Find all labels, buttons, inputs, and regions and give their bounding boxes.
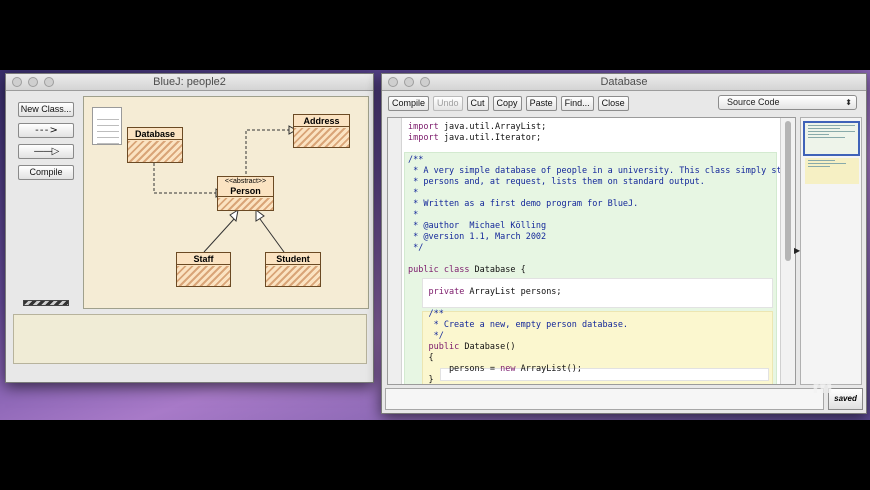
compile-button[interactable]: Compile	[388, 96, 430, 111]
code-line[interactable]: * @author Michael Kölling	[408, 221, 547, 231]
compile-button[interactable]: Compile	[18, 165, 74, 180]
find-button[interactable]: Find...	[560, 96, 594, 111]
zoom-window-button[interactable]	[420, 77, 430, 87]
code-navigator[interactable]	[800, 117, 862, 385]
updown-chevron-icon: ⬍	[845, 98, 852, 107]
code-line[interactable]: persons = new ArrayList();	[408, 364, 583, 374]
code-line[interactable]: *	[408, 210, 419, 220]
code-line[interactable]: /**	[408, 309, 444, 319]
editor-titlebar: Database	[382, 74, 866, 91]
split-arrow-icon[interactable]: ▶	[794, 246, 801, 255]
navigator-viewport[interactable]	[803, 121, 860, 156]
class-address-name: Address	[294, 115, 349, 127]
class-diagram-canvas[interactable]: Database Address <<abstract>> Person Sta…	[83, 96, 369, 309]
class-staff[interactable]: Staff	[176, 252, 231, 287]
inheritance-arrow-button[interactable]: ——▷	[18, 144, 74, 159]
code-line[interactable]: */	[408, 331, 444, 341]
class-student[interactable]: Student	[265, 252, 321, 287]
machine-activity-indicator	[23, 300, 69, 306]
readme-note-icon[interactable]	[92, 107, 122, 145]
code-line[interactable]	[402, 144, 779, 155]
window-controls	[12, 77, 54, 87]
class-staff-name: Staff	[177, 253, 230, 265]
code-line[interactable]: * Written as a first demo program for Bl…	[408, 199, 639, 209]
view-select-value: Source Code	[727, 97, 780, 107]
code-line[interactable]: import java.util.Iterator;	[408, 133, 542, 143]
code-line[interactable]: import java.util.ArrayList;	[408, 122, 547, 132]
code-line[interactable]: * A very simple database of people in a …	[408, 166, 796, 176]
code-line[interactable]: */	[408, 243, 424, 253]
class-hatch	[177, 266, 230, 286]
code-line[interactable]: public Database()	[428, 342, 516, 352]
paste-button[interactable]: Paste	[525, 96, 557, 111]
code-line[interactable]	[402, 276, 779, 287]
class-database[interactable]: Database	[127, 127, 183, 163]
class-person-name: Person	[218, 186, 273, 197]
navigator-method-block	[805, 158, 859, 184]
editor-window: Database Compile Undo Cut Copy Paste Fin…	[381, 73, 867, 414]
vertical-scrollbar[interactable]	[780, 118, 795, 384]
code-line[interactable]: /**	[408, 155, 424, 165]
uses-arrow-button[interactable]: - - - >	[18, 123, 74, 138]
macupdate-logo: m	[812, 374, 833, 398]
project-title: BlueJ: people2	[153, 76, 226, 88]
code-lines: import java.util.ArrayList;import java.u…	[402, 118, 796, 385]
saved-indicator-button[interactable]: saved	[828, 388, 863, 410]
line-gutter[interactable]	[388, 118, 402, 384]
class-hatch	[294, 128, 349, 147]
field-scope-highlight	[422, 278, 773, 308]
close-button[interactable]: Close	[597, 96, 629, 111]
object-bench[interactable]	[13, 314, 367, 364]
bluej-project-window: BlueJ: people2 New Class... - - - > ——▷ …	[5, 73, 374, 383]
zoom-window-button[interactable]	[44, 77, 54, 87]
minimize-window-button[interactable]	[404, 77, 414, 87]
editor-toolbar: Compile Undo Cut Copy Paste Find... Clos…	[388, 96, 629, 111]
project-toolbar: New Class... - - - > ——▷ Compile	[18, 102, 74, 186]
code-line[interactable]: * @version 1.1, March 2002	[408, 232, 547, 242]
class-database-name: Database	[128, 128, 182, 140]
window-controls	[388, 77, 430, 87]
code-area[interactable]: import java.util.ArrayList;import java.u…	[402, 118, 796, 385]
status-bar	[385, 388, 824, 410]
class-person[interactable]: <<abstract>> Person	[217, 176, 274, 211]
close-window-button[interactable]	[388, 77, 398, 87]
scrollbar-thumb[interactable]	[785, 121, 791, 261]
code-line[interactable]: private ArrayList persons;	[428, 287, 562, 297]
class-hatch	[128, 141, 182, 162]
code-line[interactable]: * Create a new, empty person database.	[408, 320, 629, 330]
project-titlebar: BlueJ: people2	[6, 74, 373, 91]
cut-button[interactable]: Cut	[466, 96, 489, 111]
code-line[interactable]: *	[408, 188, 419, 198]
minimize-window-button[interactable]	[28, 77, 38, 87]
class-hatch	[266, 266, 320, 286]
code-line[interactable]: {	[408, 353, 434, 363]
dependency-arrows	[153, 125, 298, 253]
editor-title: Database	[600, 76, 648, 88]
method-body-highlight	[440, 368, 769, 381]
code-line[interactable]: }	[408, 375, 434, 385]
code-line[interactable]: public class Database {	[408, 265, 526, 275]
class-person-stereotype: <<abstract>>	[218, 177, 273, 186]
code-line[interactable]: * persons and, at request, lists them on…	[408, 177, 705, 187]
close-window-button[interactable]	[12, 77, 22, 87]
class-address[interactable]: Address	[293, 114, 350, 148]
new-class-button[interactable]: New Class...	[18, 102, 74, 117]
class-hatch	[218, 198, 273, 210]
code-editor[interactable]: import java.util.ArrayList;import java.u…	[387, 117, 796, 385]
view-select[interactable]: Source Code ⬍	[718, 95, 857, 110]
copy-button[interactable]: Copy	[492, 96, 522, 111]
code-line[interactable]	[402, 298, 779, 309]
class-student-name: Student	[266, 253, 320, 265]
code-line[interactable]	[402, 254, 779, 265]
undo-button[interactable]: Undo	[433, 96, 463, 111]
